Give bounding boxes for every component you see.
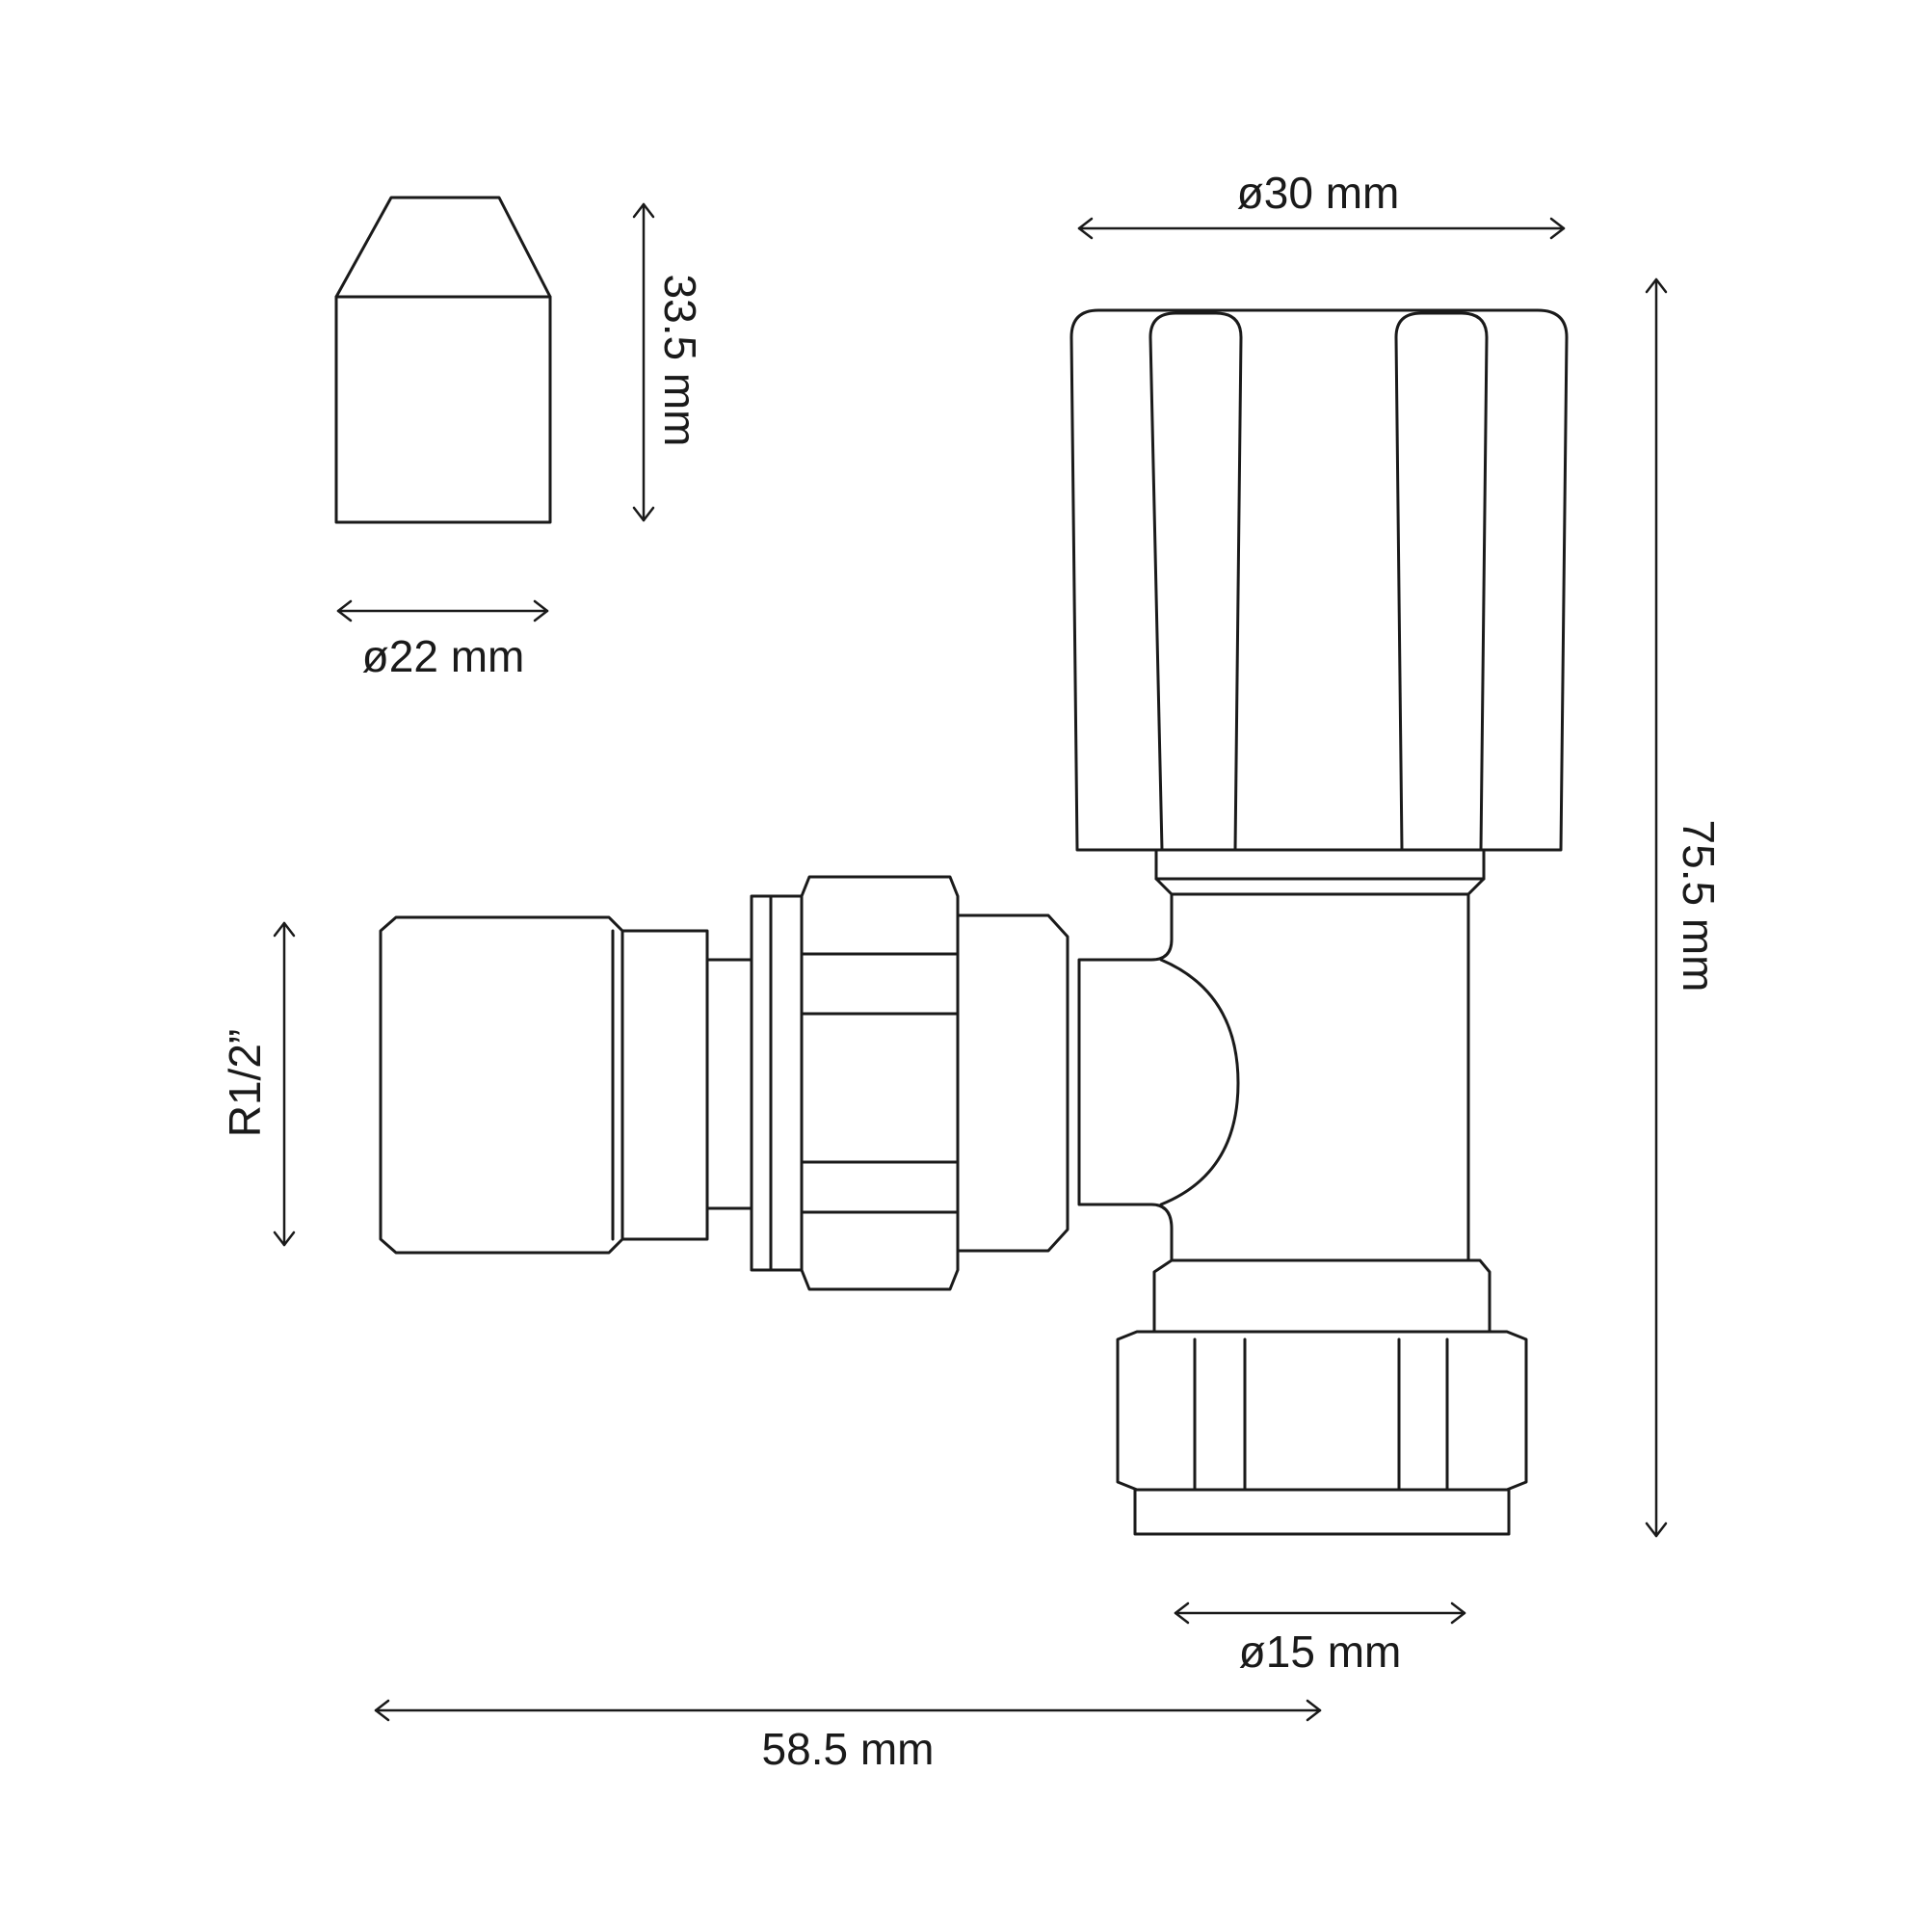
outlet-diameter-label: ø15 mm [1238, 1627, 1402, 1677]
head-diameter-arrow [1077, 217, 1566, 240]
thread-arrow [273, 921, 296, 1247]
total-height-arrow [1645, 278, 1668, 1538]
cap-height-label: 33.5 mm [655, 274, 705, 447]
total-height-label: 75.5 mm [1674, 819, 1724, 992]
thread-label: R1/2” [220, 1028, 270, 1138]
cap-diameter-arrow [336, 599, 549, 622]
valve-head [1069, 308, 1569, 896]
cap-height-arrow [632, 202, 655, 522]
lockshield-cap [334, 196, 552, 524]
compression-nut [1116, 1258, 1528, 1536]
outlet-diameter-arrow [1174, 1601, 1466, 1625]
head-diameter-label: ø30 mm [1236, 168, 1400, 218]
union-nut [750, 875, 1069, 1291]
total-length-label: 58.5 mm [761, 1724, 935, 1774]
cap-diameter-label: ø22 mm [361, 631, 525, 681]
valve-body [1077, 892, 1470, 1262]
total-length-arrow [374, 1699, 1322, 1722]
tail-pipe [379, 915, 753, 1255]
